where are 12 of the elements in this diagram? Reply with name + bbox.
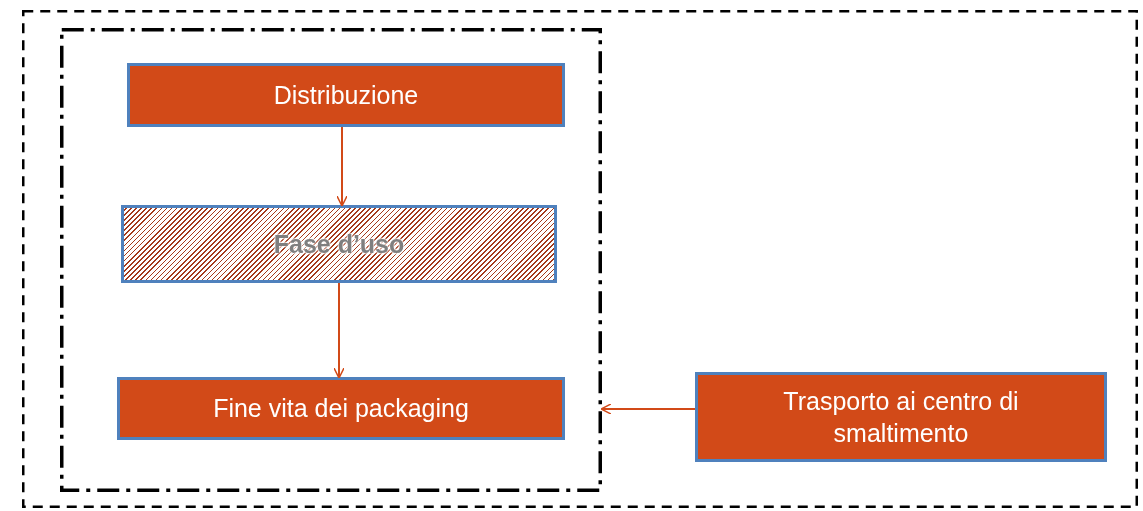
dashed-boundary (22, 10, 1138, 508)
hatched-process-box (121, 205, 557, 283)
process-box (117, 377, 565, 440)
box-label: Trasporto ai centro di smaltimento (782, 385, 1020, 449)
process-box (127, 63, 565, 127)
arrow (600, 403, 696, 415)
dash-dot-boundary (60, 28, 602, 492)
arrow (336, 126, 348, 207)
arrow (333, 282, 345, 379)
box-label: Fine vita dei packaging (212, 393, 470, 425)
box-label: Distribuzione (272, 79, 420, 111)
process-box (695, 372, 1107, 462)
